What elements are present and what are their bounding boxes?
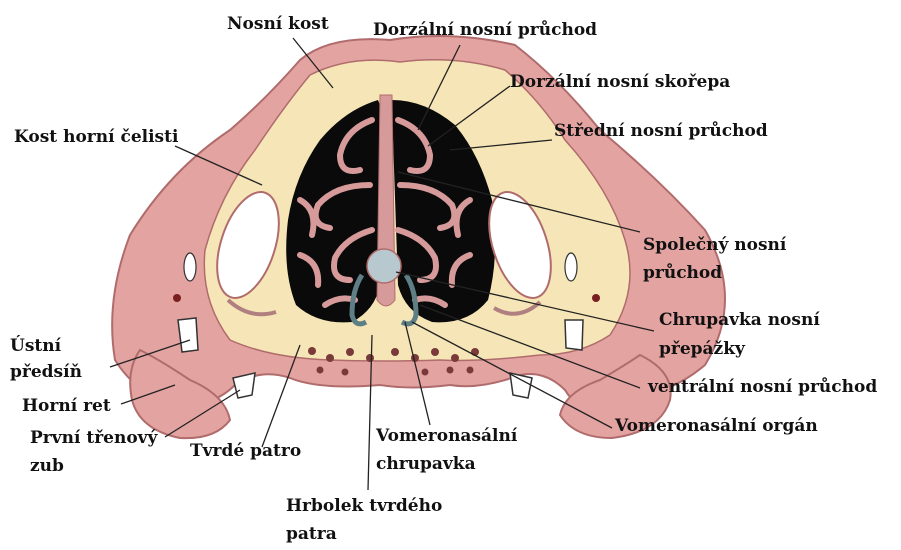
premolar-right	[510, 373, 532, 398]
artery-right	[592, 294, 600, 302]
label-nosni-kost: Nosní kost	[227, 14, 329, 35]
label-spolecny-nosni-pruchod-line1: Společný nosní	[643, 235, 786, 256]
label-ventralni-nosni-pruchod: ventrální nosní průchod	[648, 377, 877, 398]
label-vomeronasalni-chrupavka-line2: chrupavka	[376, 454, 476, 475]
premolar-left	[233, 373, 255, 398]
septal-cartilage	[367, 249, 401, 283]
label-tvrde-patro: Tvrdé patro	[190, 441, 301, 462]
label-stredni-nosni-pruchod: Střední nosní průchod	[554, 121, 768, 142]
vestibule-notch-right	[565, 320, 583, 350]
label-vomeronasalni-organ: Vomeronasální orgán	[615, 416, 818, 437]
label-hrbolek-tvrdeho-patra-line2: patra	[286, 524, 337, 545]
label-kost-horni-celisti: Kost horní čelisti	[14, 127, 178, 148]
label-hrbolek-tvrdeho-patra-line1: Hrbolek tvrdého	[286, 496, 442, 517]
label-dorzalni-nosni-skorepa: Dorzální nosní skořepa	[510, 72, 730, 93]
label-dorzalni-nosni-pruchod: Dorzální nosní průchod	[373, 20, 597, 41]
label-spolecny-nosni-pruchod-line2: průchod	[643, 263, 722, 284]
vestibule-notch-left	[178, 318, 198, 352]
label-prvni-trenovy-zub-line2: zub	[30, 456, 64, 477]
label-prvni-trenovy-zub-line1: První třenový	[30, 428, 157, 449]
label-horni-ret: Horní ret	[22, 396, 111, 417]
label-ustni-predsin-line1: Ústní	[10, 336, 61, 357]
vessel-left	[184, 253, 196, 281]
label-ustni-predsin-line2: předsíň	[10, 362, 82, 383]
vessel-right	[565, 253, 577, 281]
label-chrupavka-nosni-prepazky-line1: Chrupavka nosní	[659, 310, 820, 331]
label-vomeronasalni-chrupavka-line1: Vomeronasální	[376, 426, 517, 447]
artery-left	[173, 294, 181, 302]
label-chrupavka-nosni-prepazky-line2: přepážky	[659, 339, 745, 360]
